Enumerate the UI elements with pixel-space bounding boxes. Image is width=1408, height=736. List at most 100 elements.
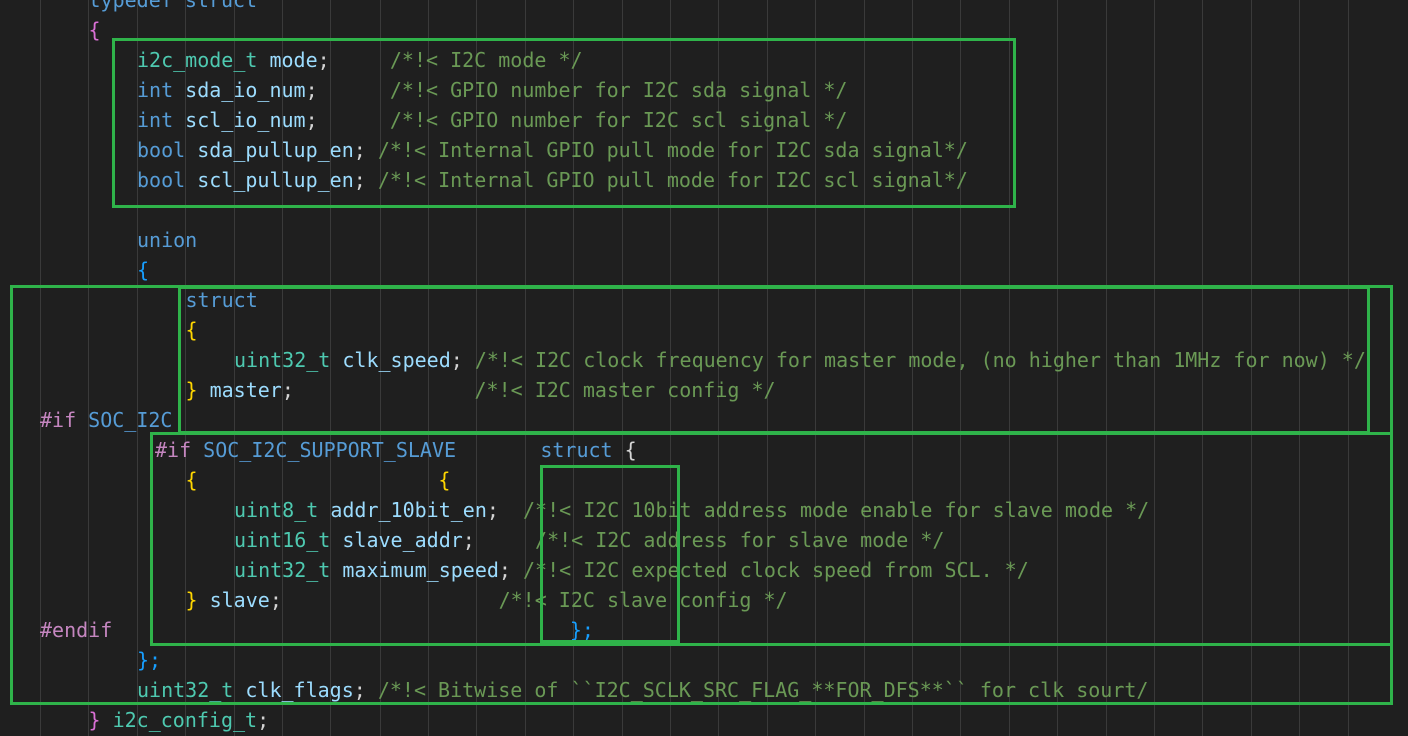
code-token: i2c_mode_t (137, 48, 258, 72)
indent-guide (476, 0, 477, 736)
indent-guide (282, 0, 283, 736)
indent-guide (960, 0, 961, 736)
code-token (173, 108, 185, 132)
indent-guide (428, 0, 429, 736)
code-line[interactable]: } slave; /*!< I2C slave config */ (186, 585, 788, 615)
indent-guide (670, 0, 671, 736)
code-line[interactable]: } master; /*!< I2C master config */ (186, 375, 776, 405)
code-token: ; (281, 378, 475, 402)
indent-guide (330, 0, 331, 736)
code-token: #if (40, 408, 77, 432)
code-token: i2c_config_t (112, 708, 258, 732)
code-token: ; (305, 108, 390, 132)
indent-guide (525, 0, 526, 736)
code-token: ; (257, 708, 270, 732)
code-token: sda_io_num (185, 78, 306, 102)
code-line[interactable]: #endif }; (40, 615, 594, 645)
code-token: mode (269, 48, 318, 72)
code-token: scl_io_num (185, 108, 306, 132)
code-token: { (624, 438, 637, 462)
indent-guide (88, 0, 89, 736)
code-token: ; (305, 78, 390, 102)
code-token: { (137, 258, 150, 282)
indent-guide (1057, 0, 1058, 736)
code-token (101, 708, 113, 732)
code-line[interactable]: } i2c_config_t; (89, 705, 270, 735)
code-token: ; (486, 498, 524, 522)
code-token: clk_flags (245, 678, 354, 702)
indent-guide (1202, 0, 1203, 736)
indent-guide (234, 0, 235, 736)
code-token: int (137, 78, 174, 102)
code-line[interactable]: int sda_io_num; /*!< GPIO number for I2C… (137, 75, 847, 105)
code-token: { (185, 318, 198, 342)
code-line[interactable]: union (137, 225, 197, 255)
code-token: #if (155, 438, 192, 462)
code-token: ; (462, 528, 536, 552)
indent-guide (185, 0, 186, 736)
code-token: bool (137, 168, 186, 192)
indent-guide (622, 0, 623, 736)
code-token: bool (137, 138, 186, 162)
code-token: int (137, 108, 174, 132)
code-line[interactable]: uint8_t addr_10bit_en; /*!< I2C 10bit ad… (234, 495, 1149, 525)
code-token: /*!< I2C address for slave mode */ (535, 528, 945, 552)
code-line[interactable]: struct (186, 285, 258, 315)
indent-guide (1348, 0, 1349, 736)
code-token: /*!< I2C mode */ (389, 48, 583, 72)
code-token (330, 528, 342, 552)
code-token: slave_addr (342, 528, 463, 552)
code-line[interactable]: uint32_t maximum_speed; /*!< I2C expecte… (234, 555, 1029, 585)
code-token: }; (137, 648, 162, 672)
code-token: /*!< GPIO number for I2C sda signal */ (389, 78, 848, 102)
indent-guide (1106, 0, 1107, 736)
code-line[interactable]: { (186, 315, 198, 345)
code-line[interactable]: }; (137, 645, 161, 675)
code-line[interactable]: uint32_t clk_flags; /*!< Bitwise of ``I2… (137, 675, 1148, 705)
code-token: uint8_t (234, 498, 319, 522)
code-token: struct (185, 288, 258, 312)
code-token: slave (209, 588, 270, 612)
code-token (173, 78, 185, 102)
code-token: addr_10bit_en (330, 498, 487, 522)
indent-guide (40, 0, 41, 736)
code-token: ; (353, 678, 378, 702)
code-token: uint32_t (234, 558, 331, 582)
code-token: } (88, 708, 101, 732)
indent-guide (1154, 0, 1155, 736)
code-token (330, 558, 342, 582)
code-token: uint32_t (137, 678, 234, 702)
indent-guide (1009, 0, 1010, 736)
code-token (318, 498, 330, 522)
code-line[interactable]: typedef struct (89, 0, 258, 15)
code-line[interactable]: #if SOC_I2C_SUPPORT_SLAVE struct { (155, 435, 637, 465)
code-token: maximum_speed (342, 558, 499, 582)
code-token: /*!< I2C 10bit address mode enable for s… (523, 498, 1150, 522)
code-token (233, 678, 245, 702)
code-line[interactable]: { (89, 15, 101, 45)
code-token: struct (184, 0, 258, 12)
code-token (613, 438, 625, 462)
code-token (198, 378, 210, 402)
code-line[interactable]: uint16_t slave_addr; /*!< I2C address fo… (234, 525, 944, 555)
code-token: ; (317, 48, 390, 72)
code-token: } (185, 588, 198, 612)
code-token: clk_speed (342, 348, 451, 372)
code-token (198, 588, 210, 612)
code-line[interactable]: bool sda_pullup_en; /*!< Internal GPIO p… (137, 135, 968, 165)
code-line[interactable]: { (137, 255, 149, 285)
code-token: /*!< Internal GPIO pull mode for I2C sda… (377, 138, 968, 162)
code-token: { (185, 468, 198, 492)
code-line[interactable]: int scl_io_num; /*!< GPIO number for I2C… (137, 105, 847, 135)
code-line[interactable]: bool scl_pullup_en; /*!< Internal GPIO p… (137, 165, 968, 195)
indent-guide (573, 0, 574, 736)
code-token (112, 618, 570, 642)
code-line[interactable]: uint32_t clk_speed; /*!< I2C clock frequ… (234, 345, 1366, 375)
code-line[interactable]: { { (186, 465, 451, 495)
code-line[interactable]: #if SOC_I2C (40, 405, 172, 435)
code-line[interactable]: i2c_mode_t mode; /*!< I2C mode */ (137, 45, 583, 75)
indent-guide (815, 0, 816, 736)
indent-guide (1299, 0, 1300, 736)
code-token: #endif (40, 618, 113, 642)
